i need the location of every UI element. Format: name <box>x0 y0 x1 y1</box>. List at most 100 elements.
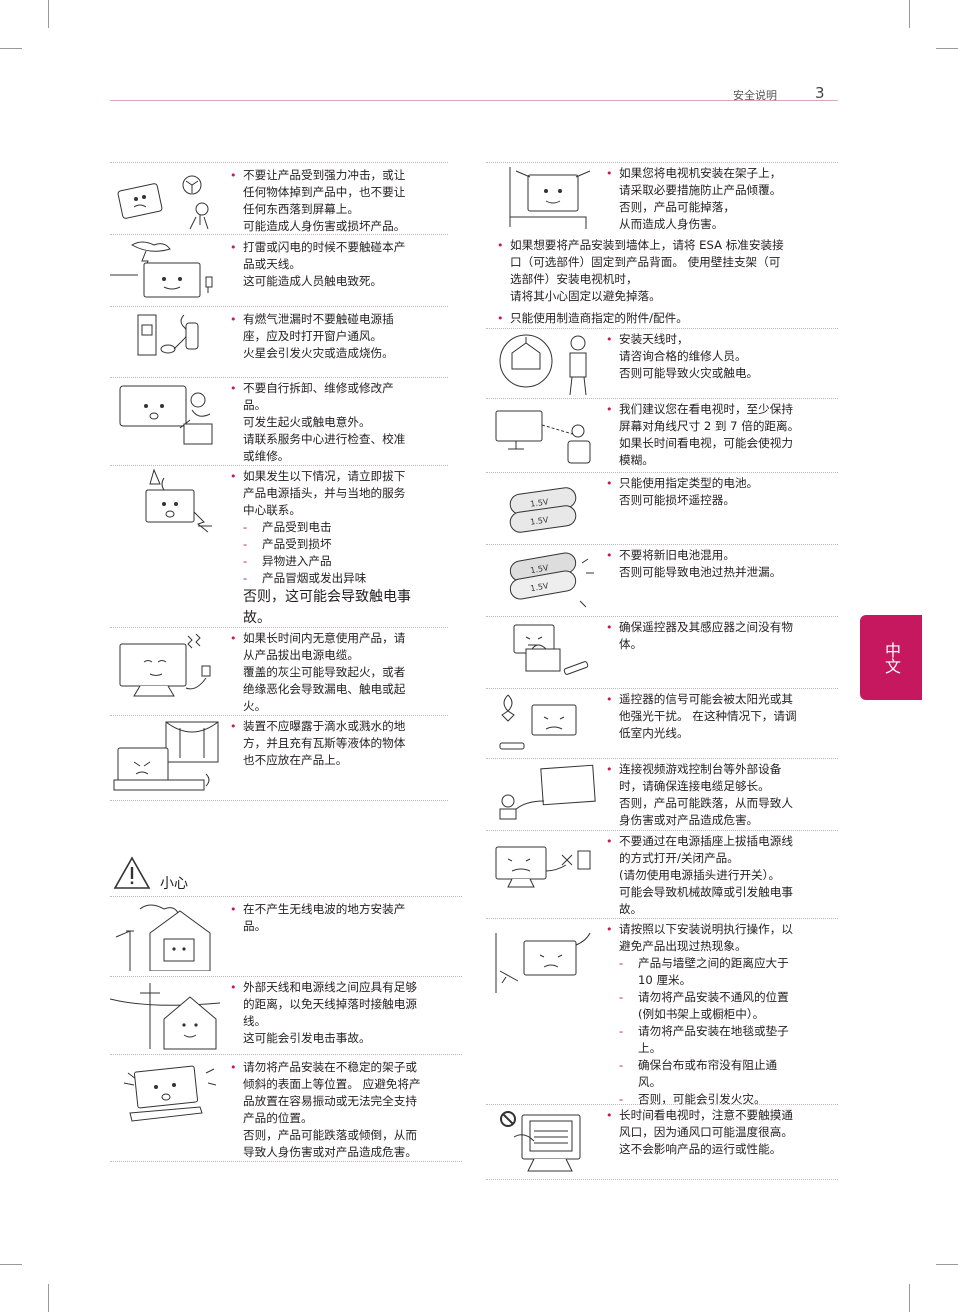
text-line: 如果长时间看电视，可能会使视力 <box>619 436 793 450</box>
text-line: 选部件）安装电视机时， <box>510 272 638 286</box>
gas-plug-illustration <box>137 314 199 356</box>
language-tab[interactable]: 中文 <box>860 615 922 700</box>
text-line: (例如书架上或橱柜中）。 <box>638 1007 765 1021</box>
safety-item-vent-hot: • 长时间看电视时，注意不要触摸通 风口，因为通风口可能温度很高。 这不会影响产… <box>486 1104 838 1180</box>
text-line: 否则可能导致电池过热并泄漏。 <box>619 565 782 579</box>
text-line: 不要让产品受到强力冲击，或让 <box>243 168 406 182</box>
sub-item: 产品与墙壁之间的距离应大于 <box>619 955 793 972</box>
safety-item-remote-light: • 遥控器的信号可能会被太阳光或其 他强光干扰。 在这种情况下，请调 低室内光线… <box>486 688 838 759</box>
sub-item: 产品受到损坏 <box>243 536 411 553</box>
safety-item-battery-mix: 1.5V 1.5V • 不要将新旧电池混用。 否则可能导致电池过热并泄漏。 <box>486 544 838 617</box>
item-text: • 遥控器的信号可能会被太阳光或其 他强光干扰。 在这种情况下，请调 低室内光线… <box>606 691 797 742</box>
text-line: 体。 <box>619 637 643 651</box>
text-line: 品。 <box>243 398 267 412</box>
battery-label: 1.5V <box>530 563 550 575</box>
text-line: 可能造成人身伤害或损坏产品。 <box>243 219 406 233</box>
crop-mark <box>48 1284 49 1312</box>
bullet: • <box>606 403 613 416</box>
item-text: • 不要通过在电源插座上拔插电源线 的方式打开/关闭产品。 (请勿使用电源插头进… <box>606 833 793 918</box>
text-line: 线。 <box>243 1014 267 1028</box>
text-line: 从而造成人身伤害。 <box>619 217 724 231</box>
bullet: • <box>606 621 613 634</box>
text-line: 风口，因为通风口可能温度很高。 <box>619 1125 793 1139</box>
safety-item-remote-obstacle: • 确保遥控器及其感应器之间没有物 体。 <box>486 616 838 689</box>
text-line: 如果发生以下情况，请立即拔下 <box>243 469 406 483</box>
text-line: 导致人身伤害或对产品造成危害。 <box>243 1145 417 1159</box>
tv-impact-illustration <box>117 175 209 230</box>
text-line: 10 厘米。 <box>638 973 692 987</box>
bullet: • <box>606 1109 613 1122</box>
text-line: 否则可能损坏遥控器。 <box>619 493 735 507</box>
bullet: • <box>497 312 504 325</box>
safety-item-disassembly: • 不要自行拆卸、维修或修改产 品。 可发生起火或触电意外。 请联系服务中心进行… <box>110 377 448 466</box>
text-line: 请联系服务中心进行检查、校准 <box>243 432 406 446</box>
crop-mark <box>0 1264 22 1265</box>
text-line: 不要自行拆卸、维修或修改产 <box>243 381 394 395</box>
tv-dust-illustration <box>119 633 211 697</box>
text-line: 时，请确保连接电缆足够长。 <box>619 779 770 793</box>
remote-sunlight-illustration <box>499 694 577 750</box>
text-line: 打雷或闪电的时候不要触碰本产 <box>243 240 406 254</box>
bullet: • <box>606 477 613 490</box>
tv-lightning-illustration <box>110 241 213 298</box>
item-text: • 长时间看电视时，注意不要触摸通 风口，因为通风口可能温度很高。 这不会影响产… <box>606 1107 793 1158</box>
safety-item-accessories: • 只能使用制造商指定的附件/配件。 <box>497 310 688 327</box>
battery-mix-illustration: 1.5V 1.5V <box>509 552 594 608</box>
text-line: 产品电源插头，并与当地的服务 <box>243 486 406 500</box>
text-line: 只能使用制造商指定的附件/配件。 <box>510 311 688 325</box>
text-line: 上。 <box>638 1041 662 1055</box>
bullet: • <box>230 313 237 326</box>
item-text: • 请勿将产品安装在不稳定的架子或 倾斜的表面上等位置。 应避免将产 品放置在容… <box>230 1059 421 1161</box>
text-line: 任何东西落到屏幕上。 <box>243 202 359 216</box>
page-number: 3 <box>815 84 825 102</box>
bullet: • <box>497 239 504 252</box>
text-line: 避免产品出现过热现象。 <box>619 939 747 953</box>
bullet: • <box>230 382 237 395</box>
bullet: • <box>606 763 613 776</box>
item-text: • 外部天线和电源线之间应具有足够 的距离，以免天线掉落时接触电源 线。 这可能… <box>230 979 417 1047</box>
text-line: 口（可选部件）固定到产品背面。 使用壁挂支架（可 <box>510 255 781 269</box>
battery-label: 1.5V <box>530 515 550 527</box>
unplug-illustration <box>145 468 212 533</box>
bullet: • <box>606 333 613 346</box>
crop-mark <box>936 1264 958 1265</box>
text-line: 的距离，以免天线掉落时接触电源 <box>243 997 417 1011</box>
crop-mark <box>936 48 958 49</box>
item-text: • 在不产生无线电波的地方安装产 品。 <box>230 901 405 935</box>
bullet: • <box>230 720 237 733</box>
text-line: 外部天线和电源线之间应具有足够 <box>243 980 417 994</box>
item-text: • 我们建议您在看电视时，至少保持 屏幕对角线尺寸 2 到 7 倍的距离。 如果… <box>606 401 799 469</box>
text-line: 如果长时间内无意使用产品，请 <box>243 631 406 645</box>
text-line: 任何物体掉到产品中，也不要让 <box>243 185 406 199</box>
viewing-distance-illustration <box>495 410 591 464</box>
text-line: 火。 <box>243 699 267 713</box>
safety-item-water: • 装置不应曝露于滴水或溅水的地 方，并且充有瓦斯等液体的物体 也不应放在产品上… <box>110 715 448 801</box>
safety-item-unused: • 如果长时间内无意使用产品，请 从产品拔出电源电缆。 覆盖的灰尘可能导致起火，… <box>110 627 448 716</box>
safety-item-wall-mount: • 如果想要将产品安装到墙体上，请将 ESA 标准安装接 口（可选部件）固定到产… <box>497 237 784 305</box>
sub-item: 异物进入产品 <box>243 553 411 570</box>
text-line: (请勿使用电源插头进行开关）。 <box>619 868 781 882</box>
text-line: 连接视频游戏控制台等外部设备 <box>619 762 782 776</box>
bullet: • <box>606 167 613 180</box>
text-line: 我们建议您在看电视时，至少保持 <box>619 402 793 416</box>
battery-label: 1.5V <box>530 497 550 509</box>
text-line: 火星会引发火灾或造成烧伤。 <box>243 346 394 360</box>
text-line: 身伤害或对产品造成危害。 <box>619 813 759 827</box>
text-line: 这可能造成人员触电致死。 <box>243 274 383 288</box>
item-text: • 只能使用指定类型的电池。 否则可能损坏遥控器。 <box>606 475 759 509</box>
text-line: 品放置在容易振动或无法完全支持 <box>243 1094 417 1108</box>
bullet: • <box>230 1061 237 1074</box>
remote-obstacle-illustration <box>513 624 589 675</box>
item-text: • 装置不应曝露于滴水或溅水的地 方，并且充有瓦斯等液体的物体 也不应放在产品上… <box>230 718 406 769</box>
header-rule <box>110 100 838 101</box>
text-line: 只能使用指定类型的电池。 <box>619 476 759 490</box>
bullet: • <box>230 169 237 182</box>
text-line: 装置不应曝露于滴水或溅水的地 <box>243 719 406 733</box>
header-title: 安全说明 <box>733 89 777 102</box>
text-line: 这可能会引发电击事故。 <box>243 1031 371 1045</box>
text-line: 否则，产品可能跌落或倾倒，从而 <box>243 1128 417 1142</box>
sub-item: 否则，可能会引发火灾。 <box>619 1091 793 1108</box>
item-text: • 不要将新旧电池混用。 否则可能导致电池过热并泄漏。 <box>606 547 782 581</box>
text-line: 低室内光线。 <box>619 726 689 740</box>
safety-item-antenna-install: • 安装天线时， 请咨询合格的维修人员。 否则可能导致火灾或触电。 <box>486 328 838 399</box>
